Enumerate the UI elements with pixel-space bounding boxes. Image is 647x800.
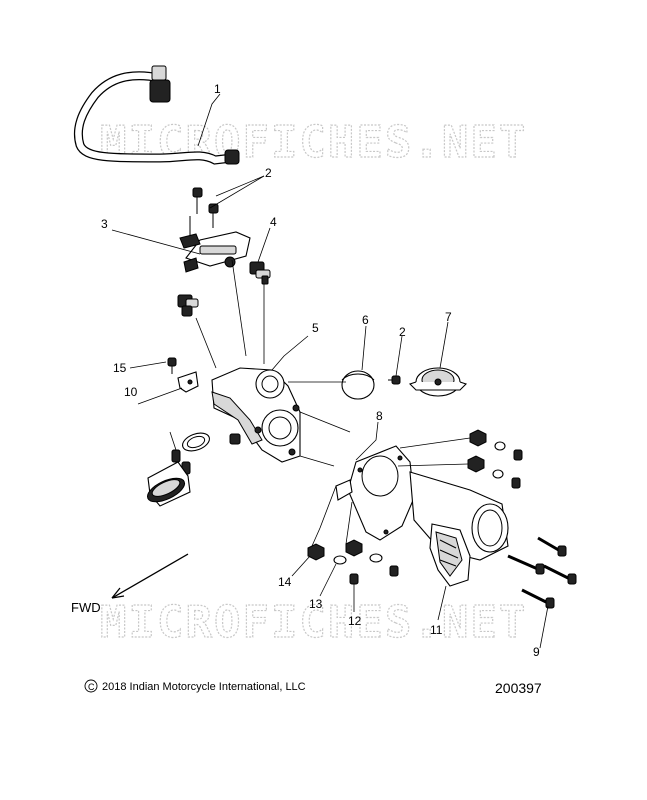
screw-part-lower <box>388 375 401 385</box>
copyright-icon <box>84 679 98 693</box>
fuel-injector-part <box>249 261 271 285</box>
nut-washer-set-lower <box>345 539 399 577</box>
fwd-label: FWD <box>71 600 101 615</box>
callout-9: 9 <box>533 645 540 659</box>
watermark-bottom: MICROFICHES.NET <box>100 597 527 648</box>
callout-8: 8 <box>376 409 383 423</box>
fuel-rail-part <box>179 216 251 273</box>
copyright-text: 2018 Indian Motorcycle International, LL… <box>102 681 306 693</box>
callout-14: 14 <box>278 575 292 589</box>
callout-2-lower: 2 <box>399 325 406 339</box>
nut-part-14 <box>307 543 325 561</box>
leader-lines <box>111 93 549 649</box>
callout-1: 1 <box>214 82 221 96</box>
callout-13: 13 <box>309 597 323 611</box>
callout-5: 5 <box>312 321 319 335</box>
callout-4: 4 <box>270 215 277 229</box>
callout-2-upper: 2 <box>265 166 272 180</box>
washer-part-13 <box>333 555 347 565</box>
callout-10: 10 <box>124 385 138 399</box>
callout-11: 11 <box>430 623 443 637</box>
sensor-cap-part <box>408 367 468 397</box>
callout-3: 3 <box>101 217 108 231</box>
copyright-notice: © C 2018 Indian Motorcycle International… <box>84 679 306 693</box>
callout-7: 7 <box>445 310 452 324</box>
screw-part-upper <box>192 187 219 228</box>
coupling-part <box>146 432 210 507</box>
forward-direction-indicator: FWD <box>71 553 189 615</box>
fuel-injector-lower-part <box>177 294 199 317</box>
bracket-part <box>177 371 199 393</box>
vent-hose-part <box>73 65 240 165</box>
bolt-part-12 <box>349 573 359 585</box>
long-bolt-set <box>507 536 577 609</box>
mounting-plate-part <box>335 445 415 541</box>
callout-12: 12 <box>348 614 362 628</box>
callout-15: 15 <box>113 361 127 375</box>
throttle-body-part <box>409 471 509 587</box>
intake-manifold-part <box>211 367 301 463</box>
callout-6: 6 <box>362 313 369 327</box>
diagram-number: 200397 <box>495 680 542 696</box>
copyright-c-glyph: C <box>88 682 95 692</box>
nut-washer-set-upper <box>467 429 523 489</box>
screw-part-15 <box>167 357 177 374</box>
hose-clamp-part <box>341 370 375 400</box>
